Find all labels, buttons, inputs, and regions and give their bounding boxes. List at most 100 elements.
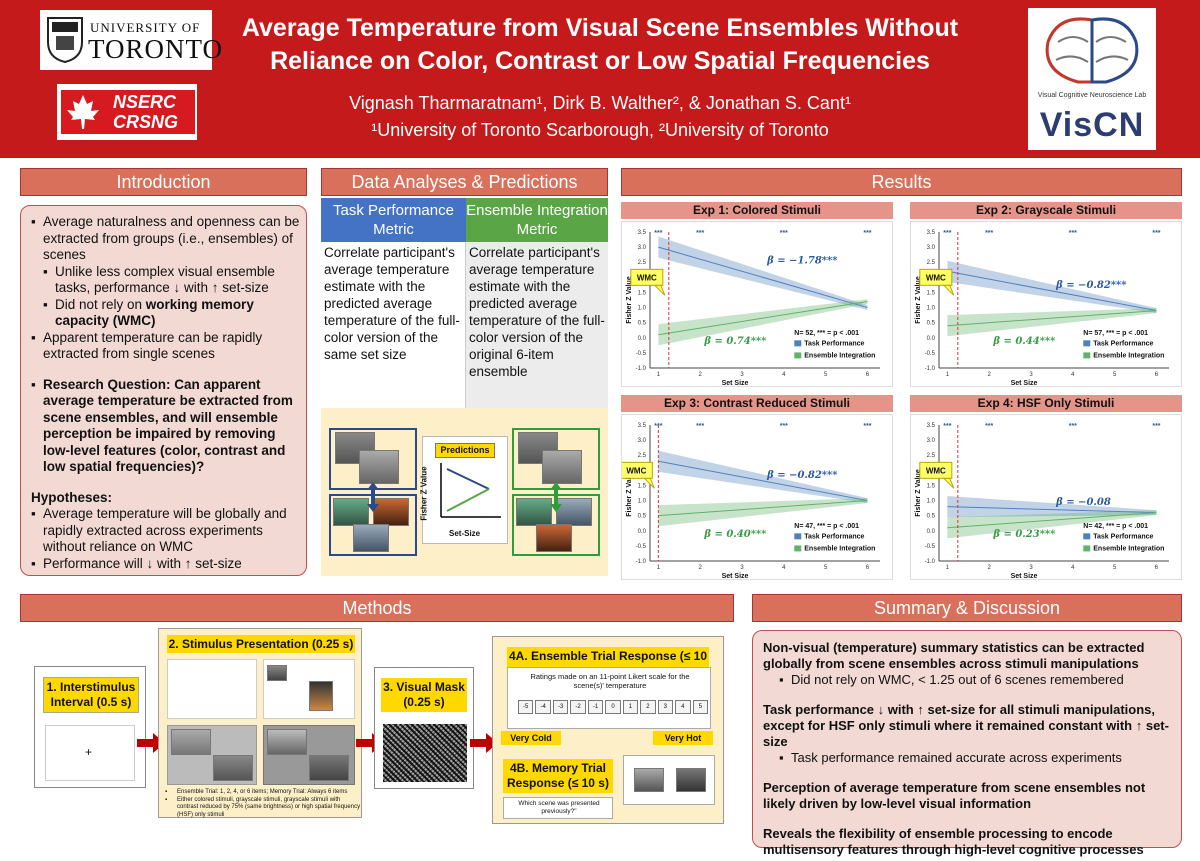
beta-ensemble-label: β = 0.44*** — [992, 336, 1056, 347]
significance-stars: *** — [780, 423, 788, 430]
sample-size-label: N= 57, *** = p < .001 — [1083, 330, 1148, 337]
beta-ensemble-label: β = 0.23*** — [992, 529, 1056, 540]
result-chart-svg: 3.53.02.52.01.51.00.50.0-0.5-1.0123456Fi… — [915, 230, 1169, 387]
significance-stars: *** — [696, 230, 704, 237]
memory-choice-1[interactable] — [634, 768, 664, 792]
step3-label: 3. Visual Mask (0.25 s) — [381, 678, 467, 712]
legend-ensemble-label: Ensemble Integration — [1093, 545, 1164, 552]
task-metric-body: Correlate participant's average temperat… — [321, 242, 466, 408]
y-tick-label: 0.5 — [927, 514, 936, 520]
y-tick-label: 2.5 — [638, 260, 647, 266]
result-chart-title: Exp 3: Contrast Reduced Stimuli — [621, 395, 893, 412]
wmc-callout-label: WMC — [626, 466, 646, 475]
significance-stars: *** — [696, 423, 704, 430]
ensemble-metric-body: Correlate participant's average temperat… — [466, 242, 608, 408]
y-tick-label: 3.0 — [927, 438, 936, 444]
step1-box: 1. Interstimulus Interval (0.5 s) + — [34, 666, 146, 788]
step3-box: 3. Visual Mask (0.25 s) — [374, 667, 474, 789]
x-tick-label: 6 — [866, 372, 870, 378]
arrow-right-icon — [470, 733, 498, 753]
y-tick-label: 1.0 — [638, 499, 647, 505]
summary-panel: Non-visual (temperature) summary statist… — [752, 630, 1182, 857]
wmc-callout-label: WMC — [637, 273, 657, 282]
x-tick-label: 3 — [740, 372, 744, 378]
rating-text: Ratings made on an 11-point Likert scale… — [530, 672, 690, 690]
x-axis-label: Set Size — [722, 573, 749, 580]
legend-task-swatch — [794, 533, 802, 540]
y-tick-label: 3.5 — [927, 230, 936, 236]
sample-size-label: N= 47, *** = p < .001 — [794, 523, 859, 530]
y-axis-label: Fisher Z Value — [626, 276, 633, 324]
legend-ensemble-label: Ensemble Integration — [804, 352, 875, 359]
likert-option[interactable]: -3 — [552, 700, 569, 714]
x-tick-label: 5 — [824, 565, 828, 571]
predictions-panel: Predictions Fisher Z Value Set-Size — [321, 408, 608, 576]
memory-question: Which scene was presented previously?" — [518, 800, 600, 815]
y-tick-label: 0.5 — [638, 321, 647, 327]
likert-option[interactable]: 3 — [657, 700, 674, 714]
legend-task-label: Task Performance — [1093, 340, 1153, 347]
methods-heading: Methods — [20, 594, 734, 622]
wmc-callout-pointer — [643, 477, 655, 489]
maple-leaf-icon — [61, 90, 105, 134]
x-tick-label: 2 — [988, 372, 992, 378]
sample-size-label: N= 52, *** = p < .001 — [794, 330, 859, 337]
wmc-callout-box — [919, 268, 953, 286]
result-chart-svg: 3.53.02.52.01.51.00.50.0-0.5-1.0123456Fi… — [626, 230, 880, 387]
memory-question-box: Which scene was presented previously?" — [503, 797, 613, 819]
y-tick-label: 3.5 — [638, 423, 647, 429]
ensemble-integration-band — [658, 498, 868, 527]
nserc-logo: NSERC CRSNG — [57, 84, 197, 140]
rating-box: Ratings made on an 11-point Likert scale… — [507, 667, 711, 729]
step2-note-2: Either colored stimuli, grayscale stimul… — [165, 797, 361, 820]
legend-task-label: Task Performance — [804, 340, 864, 347]
predictions-chart: Predictions Fisher Z Value Set-Size — [419, 436, 508, 544]
ensemble-image-set-left — [329, 428, 417, 556]
likert-option[interactable]: 4 — [675, 700, 691, 714]
x-tick-label: 5 — [1113, 565, 1117, 571]
likert-option[interactable]: 2 — [640, 700, 656, 714]
y-tick-label: 3.0 — [638, 245, 647, 251]
results-area: Exp 1: Colored Stimuli 3.53.02.52.01.51.0… — [619, 202, 1182, 580]
likert-option[interactable]: -2 — [570, 700, 586, 714]
x-axis-label: Set Size — [1011, 380, 1038, 387]
legend-task-label: Task Performance — [1093, 533, 1153, 540]
likert-option[interactable]: -1 — [587, 700, 604, 714]
significance-stars: *** — [1152, 423, 1160, 430]
wmc-callout-box — [630, 268, 664, 286]
ensemble-image-set-right — [512, 428, 600, 556]
intro-bullet-1: Average naturalness and openness can be … — [31, 214, 300, 264]
y-tick-label: 1.5 — [927, 290, 936, 296]
y-tick-label: 0.0 — [638, 336, 647, 342]
likert-option[interactable]: 0 — [605, 700, 621, 714]
uoft-logo-line2: TORONTO — [88, 34, 224, 64]
double-arrow-green-icon — [550, 482, 562, 512]
wmc-callout-pointer — [942, 284, 955, 296]
significance-stars: *** — [985, 423, 993, 430]
step2-note-1: Ensemble Trial: 1, 2, 4, or 6 items; Mem… — [165, 789, 361, 797]
result-chart-title: Exp 1: Colored Stimuli — [621, 202, 893, 219]
uoft-logo: UNIVERSITY OF TORONTO — [40, 10, 222, 70]
result-chart-title: Exp 2: Grayscale Stimuli — [910, 202, 1182, 219]
likert-option[interactable]: 5 — [692, 700, 708, 714]
beta-task-label: β = −0.82*** — [1055, 280, 1127, 291]
x-tick-label: 5 — [824, 372, 828, 378]
summary-point-2a: Task performance remained accurate acros… — [779, 750, 1171, 766]
x-tick-label: 2 — [988, 565, 992, 571]
likert-option[interactable]: 1 — [622, 700, 639, 714]
uoft-crest-icon — [47, 17, 83, 64]
double-arrow-blue-icon — [367, 482, 379, 512]
summary-point-4: Reveals the flexibility of ensemble proc… — [763, 826, 1144, 857]
memory-choice-2[interactable] — [676, 768, 706, 792]
summary-point-2: Task performance ↓ with ↑ set-size for a… — [763, 702, 1169, 749]
memory-choice-box — [623, 755, 715, 805]
legend-ensemble-swatch — [794, 545, 802, 552]
y-tick-label: -1.0 — [925, 559, 936, 565]
very-cold-label: Very Cold — [501, 731, 561, 745]
x-axis-label: Set Size — [1011, 573, 1038, 580]
legend-ensemble-swatch — [1083, 545, 1091, 552]
likert-option[interactable]: -4 — [535, 700, 551, 714]
prediction-y-label: Fisher Z Value — [419, 466, 429, 521]
likert-option[interactable]: -5 — [518, 700, 534, 714]
legend-task-label: Task Performance — [804, 533, 864, 540]
